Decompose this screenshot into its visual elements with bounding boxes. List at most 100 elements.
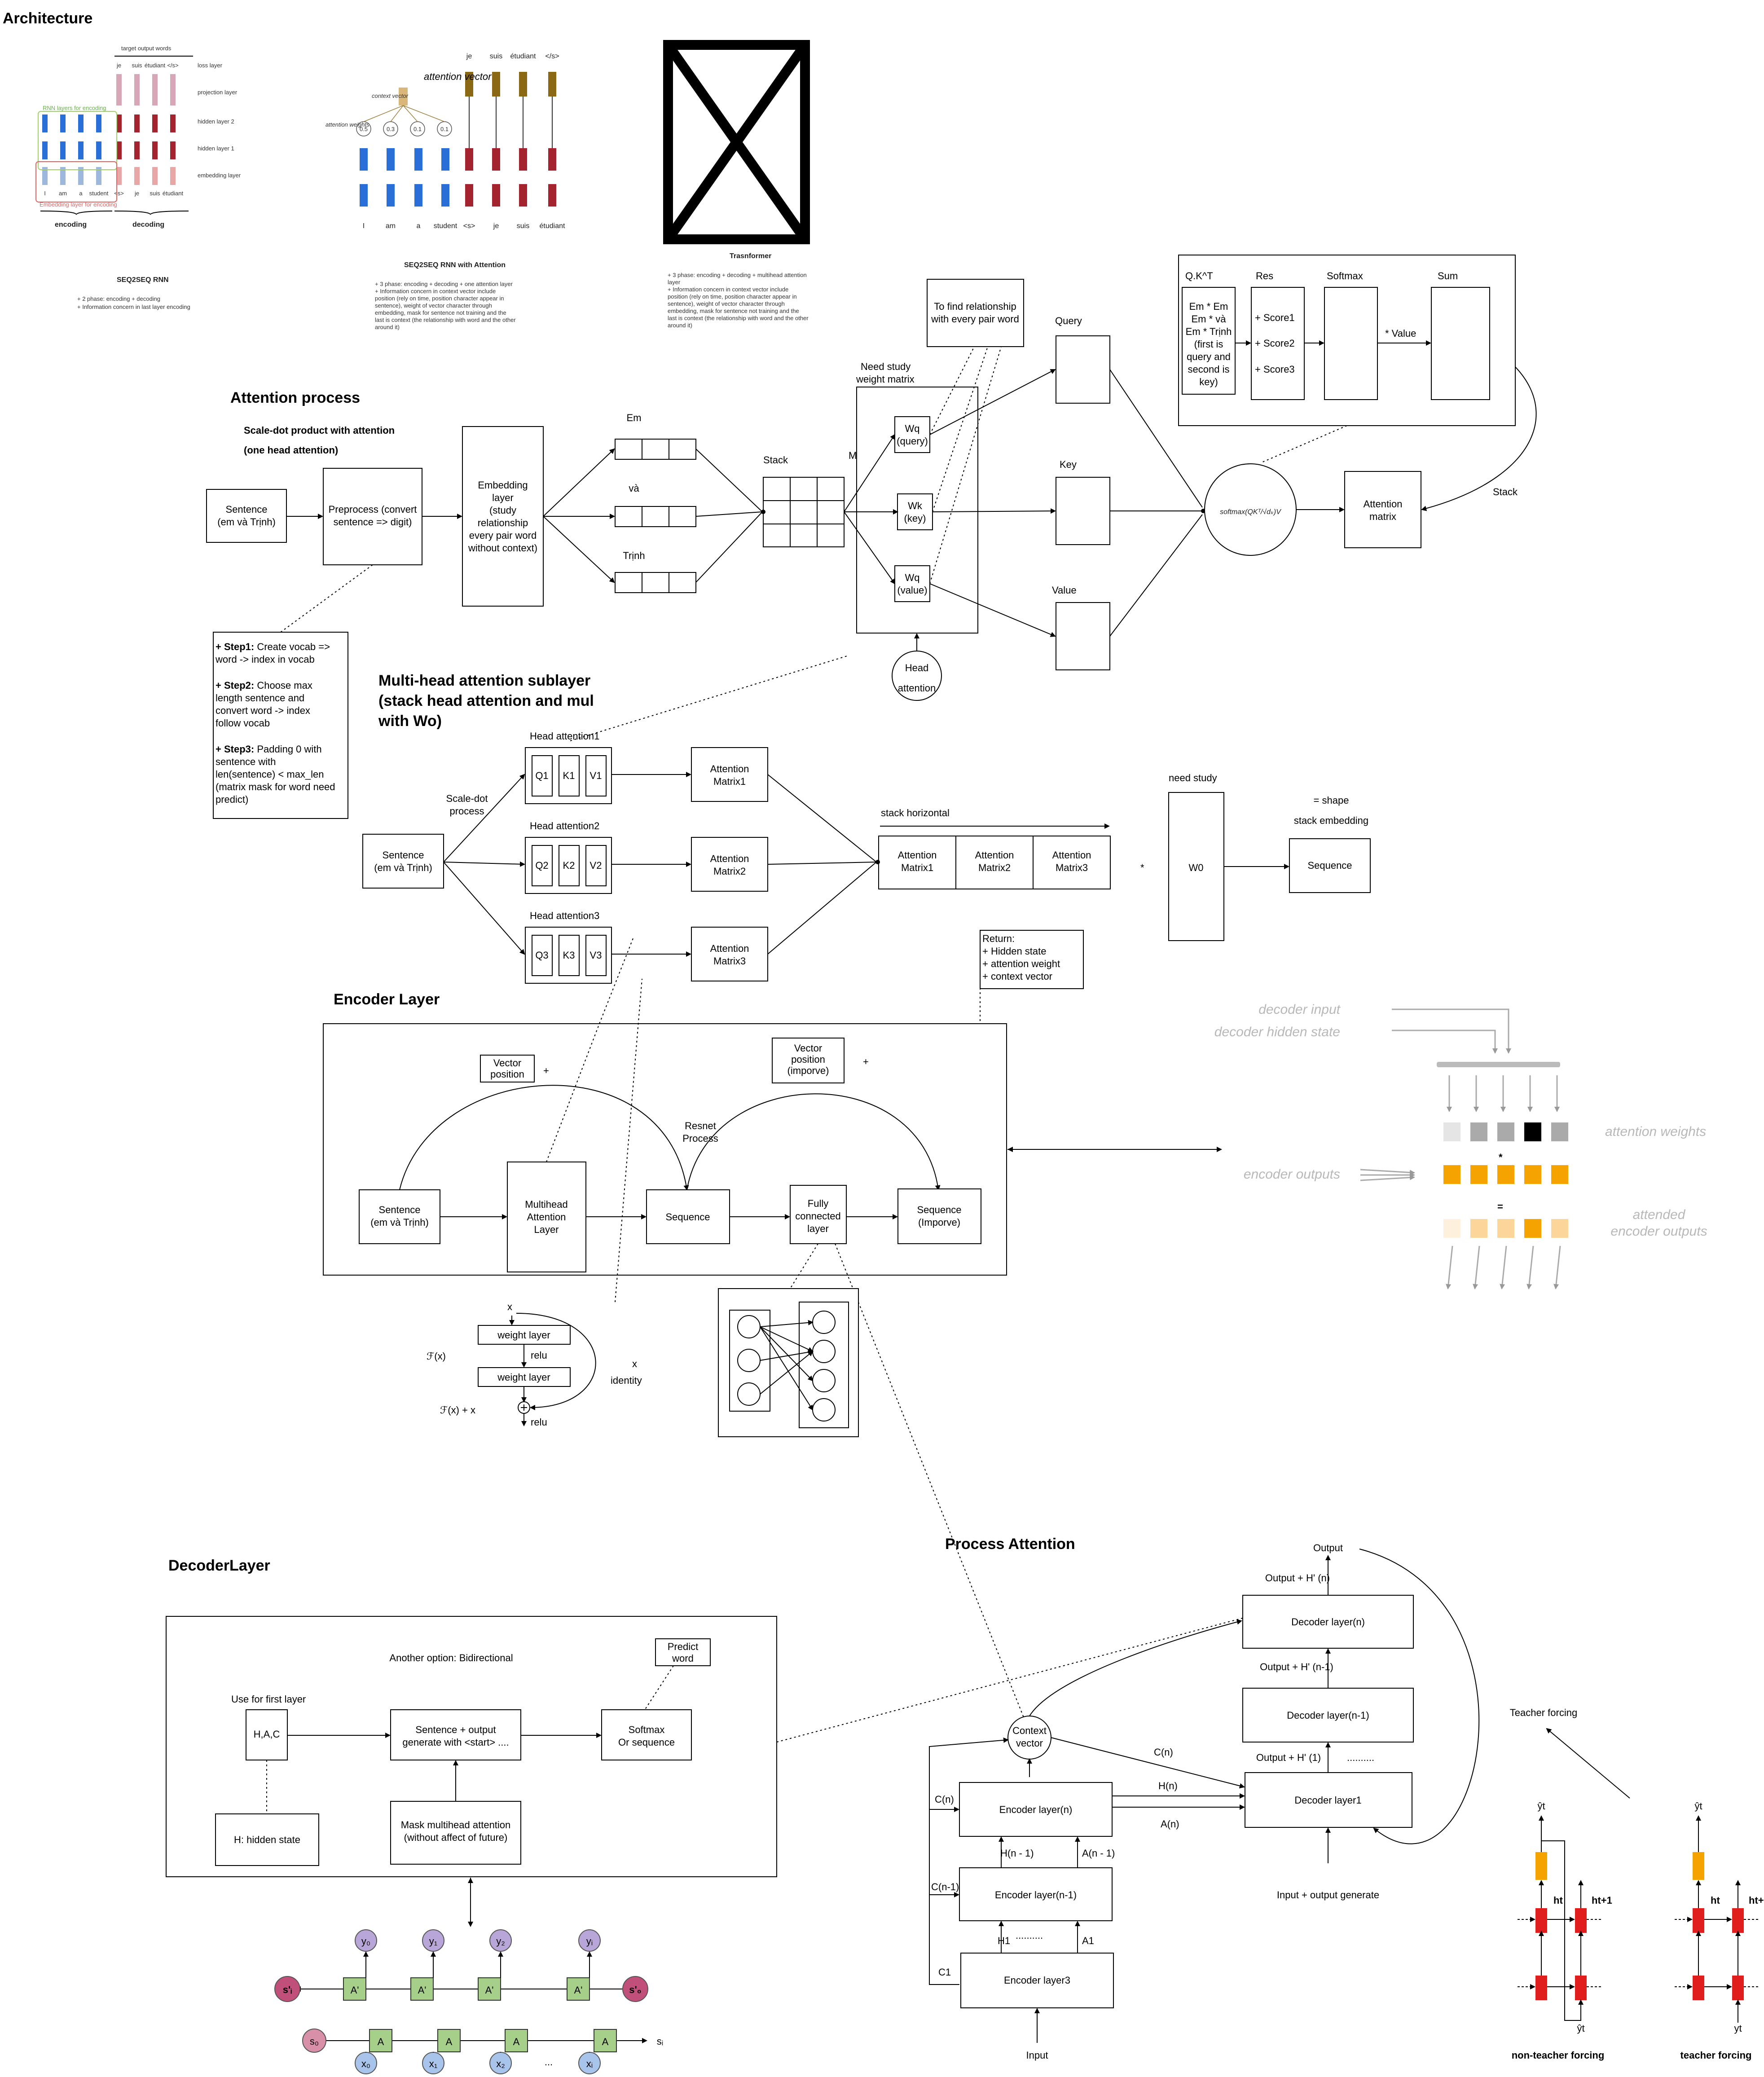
fig-weight-cell (1551, 1122, 1568, 1141)
mh-sentence-line2: (em và Trịnh) (374, 862, 432, 873)
softmax-box (601, 1709, 692, 1760)
h1-dots: .......... (1016, 1930, 1043, 1941)
birnn-s0p-node (622, 1976, 648, 2002)
fc-input-node (737, 1315, 761, 1338)
qk-cell-line: query and (1187, 351, 1231, 362)
rnn-out-word: </s> (167, 62, 178, 69)
att-desc-line: sentence), weight of vector character th… (375, 302, 492, 309)
birnn-s0-node (302, 2029, 326, 2053)
rnn-desc-line2: + Information concern in last layer enco… (77, 304, 190, 310)
rnn-embed-cell (170, 167, 176, 185)
rnn-hidden1-label: hidden layer 1 (198, 145, 234, 152)
head-k-box (559, 755, 580, 796)
att-weight-link (390, 105, 404, 122)
w0-box (1168, 792, 1224, 941)
att-desc-line: last is context (the relationship with w… (375, 317, 516, 323)
a1-label: A1 (1082, 1935, 1094, 1946)
step-line: follow vocab (216, 717, 270, 729)
att-weight-link (403, 105, 418, 122)
attention-subtitle1: Scale-dot product with attention (244, 425, 395, 436)
decoder-1-box (1245, 1772, 1412, 1828)
mask-line2: (without affect of future) (404, 1832, 508, 1843)
score3: + Score3 (1255, 364, 1295, 375)
att-caption: SEQ2SEQ RNN with Attention (404, 261, 506, 269)
first-layer-label: Use for first layer (231, 1694, 306, 1705)
returns-line: + Hidden state (982, 946, 1046, 957)
sum-label: Sum (1438, 270, 1458, 282)
predict-box (655, 1638, 711, 1666)
rnn-token: <s> (114, 190, 124, 197)
sum-cell (1431, 287, 1490, 400)
predict-line2: word (672, 1653, 694, 1664)
fig-weight-cell (1497, 1122, 1514, 1141)
rnn-hidden1-cell (78, 141, 84, 159)
res-identity-x: x (632, 1358, 637, 1369)
tf-ht-label: ht (1553, 1895, 1563, 1906)
att-weight-value: 0.1 (414, 126, 422, 132)
embedding-line: Embedding (478, 480, 528, 491)
tr-desc-line: embedding, mask for sentence not trainin… (668, 308, 799, 314)
out-n1-label: Output + H' (n-1) (1260, 1661, 1333, 1672)
res-fx: ℱ(x) (427, 1351, 446, 1362)
mask-box (390, 1801, 521, 1865)
birnn-y-label: y₂ (496, 1936, 505, 1947)
find-relationship-note (927, 279, 1024, 347)
birnn-x-label: x₁ (429, 2058, 437, 2069)
att-hidden-cell-2 (414, 148, 422, 171)
head-q-box (532, 845, 553, 886)
wv-line2: (value) (897, 585, 927, 596)
head-v-box (585, 935, 607, 976)
res-cell (1251, 287, 1305, 400)
enc-sequence-label: Sequence (665, 1211, 710, 1223)
fig-star: * (1499, 1152, 1503, 1163)
birnn-s1p-node (274, 1976, 300, 2002)
att-hidden-cell-1 (519, 184, 527, 207)
head-k-label: K2 (563, 860, 575, 871)
fc-edge (760, 1326, 814, 1382)
fig-attended-cell (1497, 1219, 1514, 1238)
wv-value-box (894, 565, 930, 602)
hidden-state-box (215, 1813, 319, 1866)
encoder-title: Encoder Layer (334, 991, 440, 1008)
need-study-w0: need study (1169, 772, 1217, 783)
tr-desc-line: layer (668, 279, 681, 286)
enc-fc-line3: layer (807, 1223, 829, 1234)
fig-out-arrow (1446, 1245, 1453, 1289)
enc-3-label: Encoder layer3 (1004, 1975, 1070, 1986)
tr-desc-line: + Information concern in context vector … (668, 286, 788, 293)
rnn-token: suis (150, 190, 160, 197)
enc-fc-line2: connected (795, 1210, 841, 1222)
cn-left-label: C(n) (935, 1794, 954, 1805)
sentence-to-head (443, 774, 525, 862)
att-token: student (434, 222, 457, 230)
tf-cell (1575, 1976, 1587, 2000)
tf-output-cell (1535, 1852, 1547, 1880)
enc-n-label: Encoder layer(n) (999, 1804, 1073, 1815)
softmax-line2: Or sequence (618, 1737, 675, 1748)
rnn-hidden1-cell (116, 141, 122, 159)
tf-cell (1693, 1908, 1704, 1933)
enc-seq-improve-box (897, 1188, 981, 1244)
weight-layer-2-label: weight layer (497, 1372, 550, 1383)
matrix-to-stack (767, 862, 877, 865)
att-hidden-cell-1 (414, 184, 422, 207)
sentence-to-head (443, 862, 525, 955)
rnn-decoding-label: decoding (132, 221, 164, 229)
fig-encoder-cell (1524, 1165, 1541, 1184)
fig-out-arrow (1473, 1245, 1480, 1289)
sent-out-line1: Sentence + output (415, 1724, 496, 1735)
birnn-si-node (648, 2029, 672, 2053)
step-text: Padding 0 with (254, 744, 321, 755)
qk-cell-line: Em * và (1191, 313, 1226, 325)
hn1-label: H(n - 1) (1000, 1848, 1034, 1859)
tf-cell (1732, 1976, 1744, 2000)
tr-desc-line: + 3 phase: encoding + decoding + multihe… (668, 272, 807, 278)
tf-output-cell (1693, 1852, 1704, 1880)
embedding-line: without context) (468, 542, 537, 554)
att-context-label: context vector (372, 92, 409, 99)
rnn-target-label: target output words (121, 45, 172, 52)
tr-desc-line: position (rely on time, position charact… (668, 293, 797, 300)
fc-edge (760, 1326, 814, 1352)
context-line2: vector (1016, 1738, 1043, 1749)
